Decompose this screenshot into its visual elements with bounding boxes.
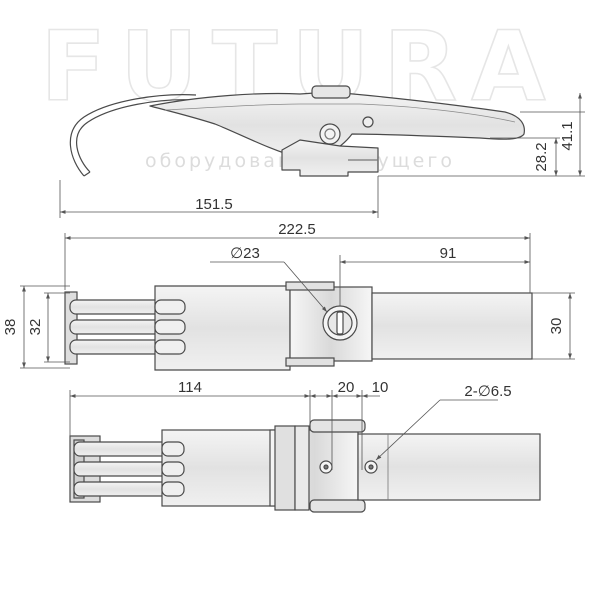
pivot-pin: [319, 123, 341, 145]
lever-handle: [371, 292, 533, 360]
bottom-view: [69, 419, 541, 513]
dim-width-38: 38: [2, 319, 19, 336]
top-view-dimensions: [20, 233, 575, 369]
side-view-dimensions: [59, 93, 585, 218]
base-block: [281, 139, 379, 177]
top-knob: [311, 85, 351, 99]
base-plate: [154, 285, 291, 371]
bottom-lever: [357, 433, 541, 501]
dim-side-height-large: 41.1: [559, 121, 576, 150]
dim-width-32: 32: [27, 319, 44, 336]
dim-side-height-small: 28.2: [533, 142, 550, 171]
side-view: [69, 85, 525, 177]
dim-lock-diameter: ∅23: [230, 245, 260, 262]
dim-lock-offset: 91: [440, 245, 457, 262]
lock-housing: [289, 286, 373, 362]
dim-hole-spacing-20: 20: [338, 379, 355, 396]
dim-hole-spacing-10: 10: [372, 379, 389, 396]
rivet-small: [362, 116, 374, 128]
dim-base-length: 114: [178, 379, 202, 396]
dim-holes: 2-∅6.5: [464, 383, 511, 400]
dim-top-length: 222.5: [278, 221, 316, 238]
bottom-rail-fingers: [69, 435, 185, 503]
dim-width-30: 30: [548, 318, 565, 335]
dim-side-length: 151.5: [195, 196, 233, 213]
bottom-view-dimensions: [69, 390, 498, 470]
top-view: [64, 281, 533, 371]
hook-wire: [76, 99, 197, 173]
key-slot-icon: [336, 311, 344, 335]
